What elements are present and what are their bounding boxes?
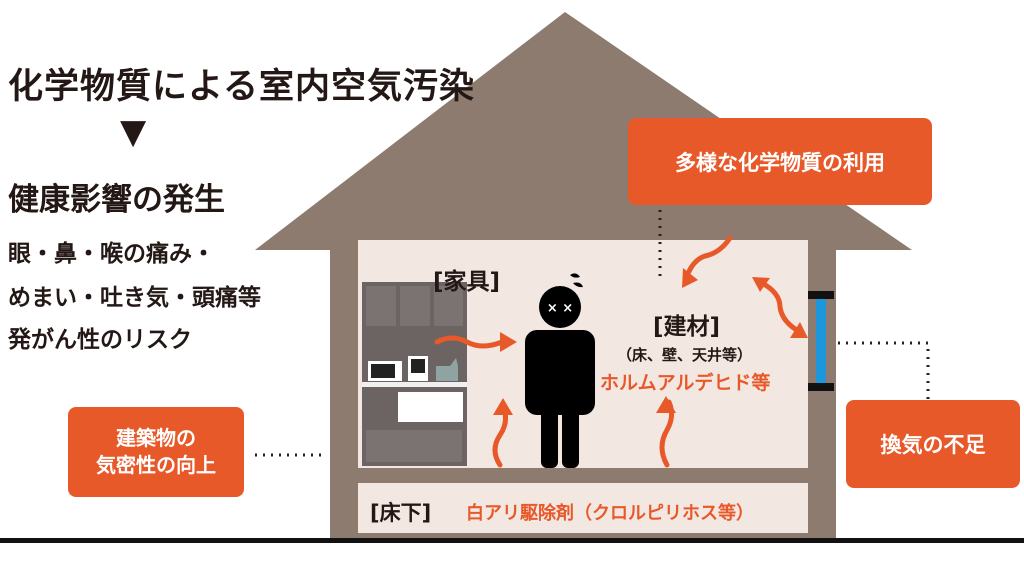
callout-chemicals: 多様な化学物質の利用 — [628, 118, 932, 205]
person-figure: × × — [525, 273, 595, 468]
ground-line — [0, 538, 1024, 543]
callout-airtight-line1: 建築物の — [116, 426, 196, 450]
main-title: 化学物質による室内空気汚染 — [8, 67, 475, 107]
result-heading: 健康影響の発生 — [8, 182, 225, 218]
label-materials: [建材] — [653, 314, 721, 340]
label-termiticide: 白アリ駆除剤（クロルピリホス等） — [466, 503, 754, 524]
underfloor-space — [358, 483, 808, 533]
callout-airtight: 建築物の 気密性の向上 — [68, 407, 244, 497]
symptom-line: 眼・鼻・喉の痛み・ — [8, 241, 215, 267]
symptom-line: めまい・吐き気・頭痛等 — [8, 285, 261, 311]
arrow-heads — [493, 268, 808, 415]
label-underfloor: [床下] — [370, 501, 432, 525]
dotted-connectors — [255, 210, 930, 457]
furniture-cabinet — [362, 282, 467, 466]
label-formaldehyde: ホルムアルデヒド等 — [600, 372, 771, 394]
label-furniture: [家具] — [433, 269, 501, 295]
label-materials-detail: （床、壁、天井等） — [617, 346, 753, 364]
emission-arrows — [434, 235, 803, 468]
down-arrow-icon: ▼ — [120, 112, 147, 152]
symptom-line: 発がん性のリスク — [8, 327, 192, 353]
callout-airtight-line2: 気密性の向上 — [96, 453, 216, 477]
svg-text:× ×: × × — [547, 301, 573, 316]
callout-ventilation: 換気の不足 — [846, 400, 1020, 488]
window — [808, 291, 834, 391]
